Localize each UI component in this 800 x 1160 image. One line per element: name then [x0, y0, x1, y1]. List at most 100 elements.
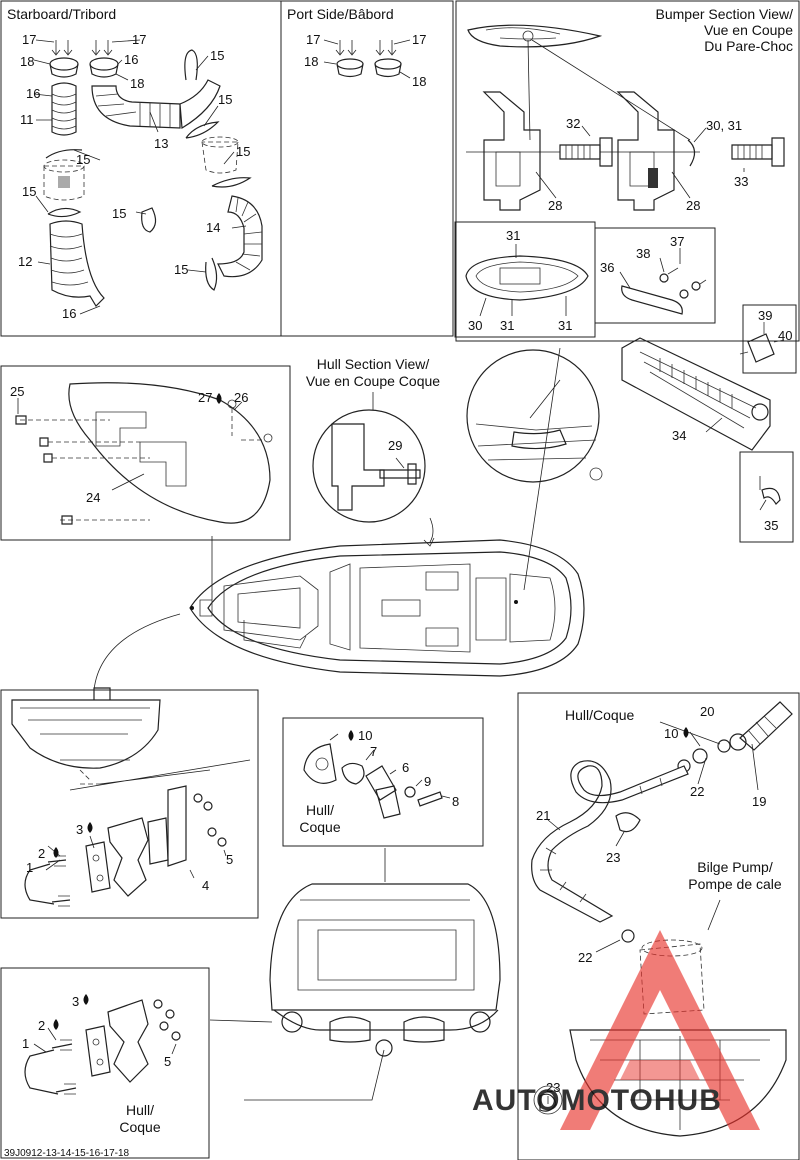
storage-tray [621, 337, 771, 451]
callout-33: 33 [734, 174, 748, 189]
bilge-title-line2: Pompe de cale [688, 876, 782, 892]
eyelet-lower-drawing [24, 999, 181, 1095]
callout-17a: 17 [22, 32, 36, 47]
callout-15g: 15 [174, 262, 188, 277]
bumper-part-inset-frame [594, 227, 716, 324]
cover-panel-frame [0, 365, 291, 541]
callout-5a: 5 [226, 852, 233, 867]
callout-11: 11 [20, 112, 34, 127]
callout-24: 24 [86, 490, 100, 505]
callout-22a: 22 [690, 784, 704, 799]
callout-17b: 17 [132, 32, 146, 47]
rear-boat-view [209, 883, 501, 1101]
callout-1a: 1 [26, 860, 33, 875]
callout-7: 7 [370, 744, 377, 759]
callout-17d: 17 [412, 32, 426, 47]
callout-15b: 15 [218, 92, 232, 107]
callout-2a: 2 [38, 846, 45, 861]
bilge-hull-label: Hull/Coque [565, 707, 634, 723]
callout-18b: 18 [130, 76, 144, 91]
clip-inset-frame [739, 451, 794, 543]
bumper-panel-frame [455, 0, 800, 342]
footer-code: 39J0912-13-14-15-16-17-18 [4, 1148, 130, 1159]
callout-26: 26 [234, 390, 248, 405]
bilge-title-line1: Bilge Pump/ [697, 859, 773, 875]
callout-29: 29 [388, 438, 402, 453]
drain-panel-frame [282, 717, 484, 847]
callout-16b: 16 [26, 86, 40, 101]
arrowhead-hull [423, 537, 435, 547]
eyelet-lower-panel-frame [0, 967, 210, 1159]
bumper-title-line3: Du Pare-Choc [704, 38, 793, 54]
callout-10a: 10 [358, 728, 372, 743]
eyelet-lower-hull-label-line2: Coque [119, 1119, 160, 1135]
drop-icon-10b [683, 727, 689, 738]
callout-21: 21 [536, 808, 550, 823]
bilge-pump-drawing [531, 701, 793, 1137]
callout-37: 37 [670, 234, 684, 249]
callout-25: 25 [10, 384, 24, 399]
bilge-panel-frame [517, 692, 800, 1160]
cover-panel-drawing [15, 382, 273, 525]
callout-17c: 17 [306, 32, 320, 47]
callout-10b: 10 [664, 726, 678, 741]
callout-28a: 28 [548, 198, 562, 213]
hull-section-title-line2: Vue en Coupe Coque [306, 373, 440, 389]
callout-27: 27 [198, 390, 212, 405]
callout-12: 12 [18, 254, 32, 269]
watermark-text: AUTOMOTOHUB [472, 1084, 722, 1117]
bumper-detail-circle [466, 349, 603, 483]
connector-lines [93, 347, 561, 882]
callout-15a: 15 [210, 48, 224, 63]
callout-31b: 31 [500, 318, 514, 333]
callout-36: 36 [600, 260, 614, 275]
starboard-panel-frame [0, 0, 282, 337]
callout-40: 40 [778, 328, 792, 343]
callout-34: 34 [672, 428, 686, 443]
callout-15f: 15 [112, 206, 126, 221]
bumper-section-drawing [466, 24, 785, 211]
callout-31a: 31 [506, 228, 520, 243]
callout-3b: 3 [72, 994, 79, 1009]
automotohub-watermark: AUTOMOTOHUB [472, 930, 760, 1130]
callout-30: 30 [468, 318, 482, 333]
port-panel-frame [280, 0, 454, 337]
starboard-title: Starboard/Tribord [7, 6, 116, 22]
callout-30-31-top: 30, 31 [706, 118, 742, 133]
callout-20: 20 [700, 704, 714, 719]
drain-hull-label-line1: Hull/ [306, 802, 334, 818]
eyelet-lower-hull-label-line1: Hull/ [126, 1102, 154, 1118]
callout-15d: 15 [236, 144, 250, 159]
drain-hull-label-line2: Coque [299, 819, 340, 835]
callout-18c: 18 [304, 54, 318, 69]
callout-13: 13 [154, 136, 168, 151]
callout-16c: 16 [62, 306, 76, 321]
eyelet-upper-drawing [11, 687, 251, 907]
cap-39-40 [739, 322, 785, 363]
drop-icon-27 [216, 393, 222, 404]
callout-28b: 28 [686, 198, 700, 213]
callout-2b: 2 [38, 1018, 45, 1033]
callout-9: 9 [424, 774, 431, 789]
drop-icon-10a [348, 730, 354, 741]
clip-35 [759, 476, 781, 511]
callout-39: 39 [758, 308, 772, 323]
callout-14: 14 [206, 220, 220, 235]
callout-35: 35 [764, 518, 778, 533]
callout-1b: 1 [22, 1036, 29, 1051]
callout-18a: 18 [20, 54, 34, 69]
drop-icon-2b [53, 1019, 59, 1030]
clip-23-circle [533, 1085, 563, 1115]
callout-16a: 16 [124, 52, 138, 67]
watermark-logo-triangle [560, 930, 760, 1130]
starboard-leaders [33, 39, 247, 315]
drop-icon-2a [53, 847, 59, 858]
bumper-strip-part [619, 248, 707, 315]
callout-5b: 5 [164, 1054, 171, 1069]
callout-18d: 18 [412, 74, 426, 89]
drain-plug-drawing [303, 733, 451, 819]
callout-32: 32 [566, 116, 580, 131]
callout-19: 19 [752, 794, 766, 809]
hull-section-title-line1: Hull Section View/ [317, 356, 430, 372]
main-boat-top-view [189, 539, 585, 677]
